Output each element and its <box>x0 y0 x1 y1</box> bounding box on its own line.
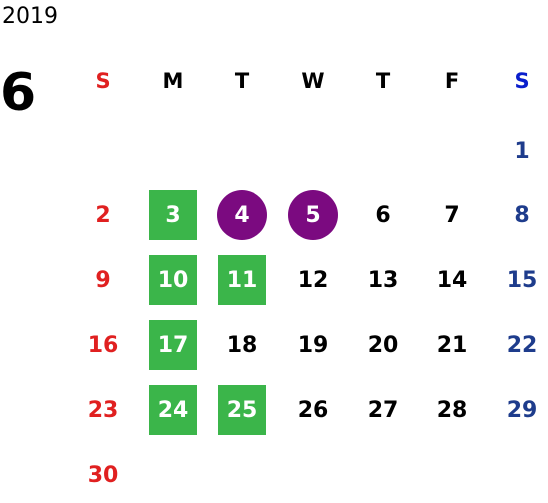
day-cell-4[interactable]: 4 <box>212 190 272 240</box>
day-number: 27 <box>367 397 399 423</box>
day-number: 10 <box>157 267 189 293</box>
day-number: 30 <box>87 462 119 488</box>
day-number: 11 <box>226 267 258 293</box>
day-number: 17 <box>157 332 189 358</box>
day-number: 7 <box>444 202 460 228</box>
day-cell-16[interactable]: 16 <box>73 325 133 365</box>
day-number: 1 <box>514 138 530 164</box>
day-cell-22[interactable]: 22 <box>492 325 548 365</box>
day-number: 24 <box>157 397 189 423</box>
day-cell-13[interactable]: 13 <box>353 260 413 300</box>
day-number: 19 <box>297 332 329 358</box>
day-number: 13 <box>367 267 399 293</box>
weekday-label: T <box>375 69 391 93</box>
day-number: 23 <box>87 397 119 423</box>
day-number: 9 <box>95 267 111 293</box>
day-cell-17[interactable]: 17 <box>143 320 203 370</box>
calendar-month: 6 <box>0 63 37 123</box>
weekday-label: F <box>444 69 460 93</box>
day-cell-26[interactable]: 26 <box>283 390 343 430</box>
day-cell-23[interactable]: 23 <box>73 390 133 430</box>
weekday-label: W <box>301 69 325 93</box>
day-cell-21[interactable]: 21 <box>422 325 482 365</box>
day-number: 26 <box>297 397 329 423</box>
day-number: 6 <box>375 202 391 228</box>
day-number: 25 <box>226 397 258 423</box>
day-number: 2 <box>95 202 111 228</box>
weekday-label: S <box>95 69 111 93</box>
day-number: 8 <box>514 202 530 228</box>
day-cell-8[interactable]: 8 <box>492 195 548 235</box>
day-cell-28[interactable]: 28 <box>422 390 482 430</box>
weekday-label: S <box>514 69 530 93</box>
day-cell-2[interactable]: 2 <box>73 195 133 235</box>
weekday-label: M <box>162 69 184 93</box>
day-number: 3 <box>165 202 181 228</box>
day-number: 14 <box>436 267 468 293</box>
day-number: 18 <box>226 332 258 358</box>
day-cell-9[interactable]: 9 <box>73 260 133 300</box>
day-number: 15 <box>506 267 538 293</box>
day-number: 4 <box>234 202 250 228</box>
day-cell-30[interactable]: 30 <box>73 455 133 495</box>
day-number: 12 <box>297 267 329 293</box>
day-number: 16 <box>87 332 119 358</box>
day-cell-20[interactable]: 20 <box>353 325 413 365</box>
day-cell-18[interactable]: 18 <box>212 325 272 365</box>
day-cell-1[interactable]: 1 <box>492 131 548 171</box>
day-cell-6[interactable]: 6 <box>353 195 413 235</box>
weekday-label: T <box>234 69 250 93</box>
day-cell-5[interactable]: 5 <box>283 190 343 240</box>
day-number: 20 <box>367 332 399 358</box>
day-cell-10[interactable]: 10 <box>143 255 203 305</box>
day-cell-11[interactable]: 11 <box>212 255 272 305</box>
day-cell-25[interactable]: 25 <box>212 385 272 435</box>
day-cell-19[interactable]: 19 <box>283 325 343 365</box>
day-cell-3[interactable]: 3 <box>143 190 203 240</box>
day-number: 28 <box>436 397 468 423</box>
day-number: 29 <box>506 397 538 423</box>
day-cell-12[interactable]: 12 <box>283 260 343 300</box>
day-cell-15[interactable]: 15 <box>492 260 548 300</box>
day-cell-24[interactable]: 24 <box>143 385 203 435</box>
day-number: 22 <box>506 332 538 358</box>
day-cell-7[interactable]: 7 <box>422 195 482 235</box>
day-number: 5 <box>305 202 321 228</box>
day-cell-27[interactable]: 27 <box>353 390 413 430</box>
day-cell-29[interactable]: 29 <box>492 390 548 430</box>
day-cell-14[interactable]: 14 <box>422 260 482 300</box>
calendar-year: 2019 <box>2 4 58 29</box>
day-number: 21 <box>436 332 468 358</box>
